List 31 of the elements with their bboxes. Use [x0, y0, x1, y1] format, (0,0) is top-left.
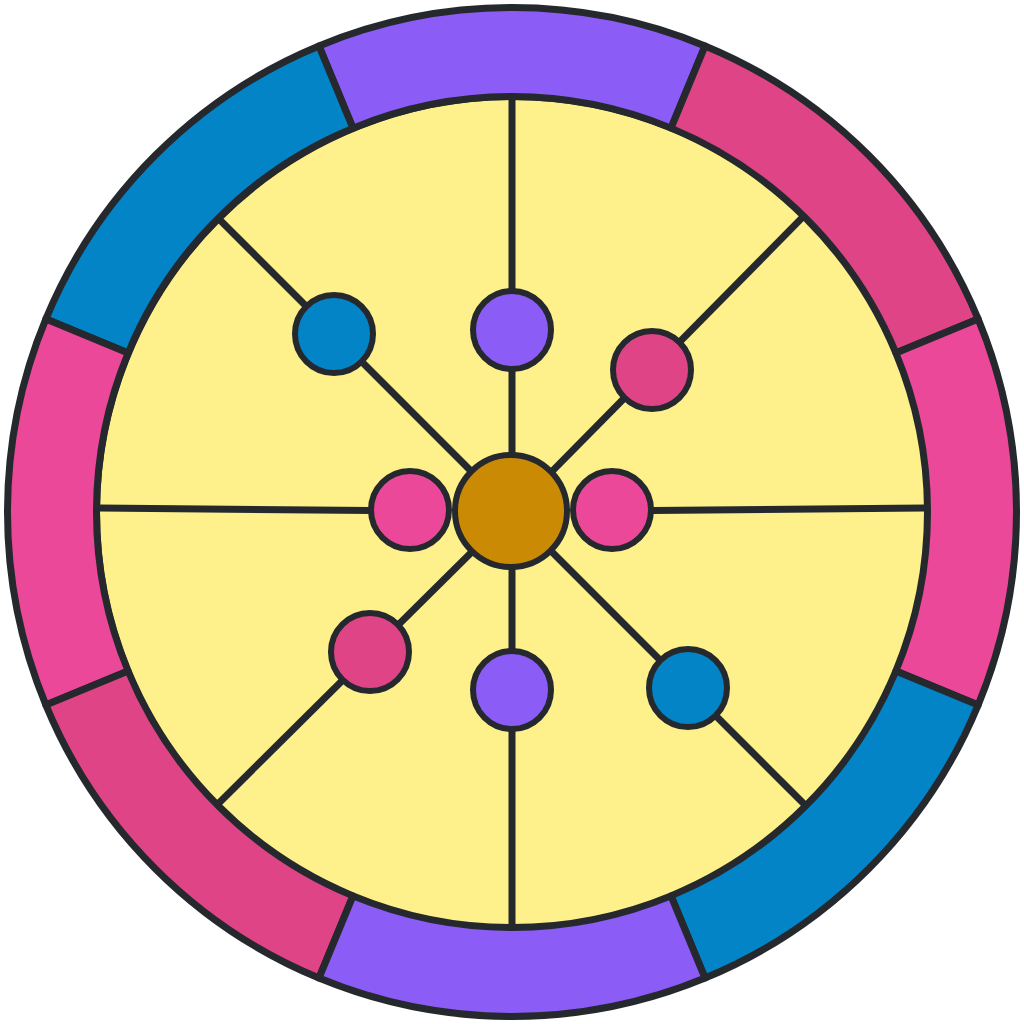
spoke-dot: [469, 647, 553, 731]
ring-segment: [668, 668, 982, 982]
spoke-dot: [368, 468, 452, 552]
ring-segment: [316, 892, 708, 1020]
spoke-line: [508, 370, 516, 455]
ring-segment: [316, 4, 708, 132]
spoke-line: [677, 215, 805, 344]
ring-segment: [4, 316, 132, 708]
spoke-line: [99, 504, 372, 515]
spoke-line: [508, 569, 516, 650]
spoke-dot: [469, 287, 553, 371]
spoke-dot: [609, 327, 693, 411]
spoke-line: [360, 360, 475, 475]
spoke-line: [652, 504, 925, 515]
spoke-line: [395, 549, 474, 628]
ring-segment: [42, 42, 356, 356]
ring-segment: [668, 42, 982, 356]
spoke-line: [549, 549, 663, 663]
spoke-line: [508, 99, 516, 290]
hub-circle: [452, 452, 570, 570]
spoke-dot: [570, 468, 654, 552]
spoke-dot: [292, 292, 376, 376]
ring-segment: [892, 316, 1020, 708]
spoke-line: [713, 713, 807, 807]
ring-segment: [42, 668, 356, 982]
spoke-line: [508, 730, 516, 925]
spoke-dot: [327, 610, 411, 694]
spoke-line: [549, 396, 627, 474]
spoke-line: [216, 678, 345, 806]
spoke-line: [217, 217, 310, 310]
spoke-dot: [645, 645, 729, 729]
